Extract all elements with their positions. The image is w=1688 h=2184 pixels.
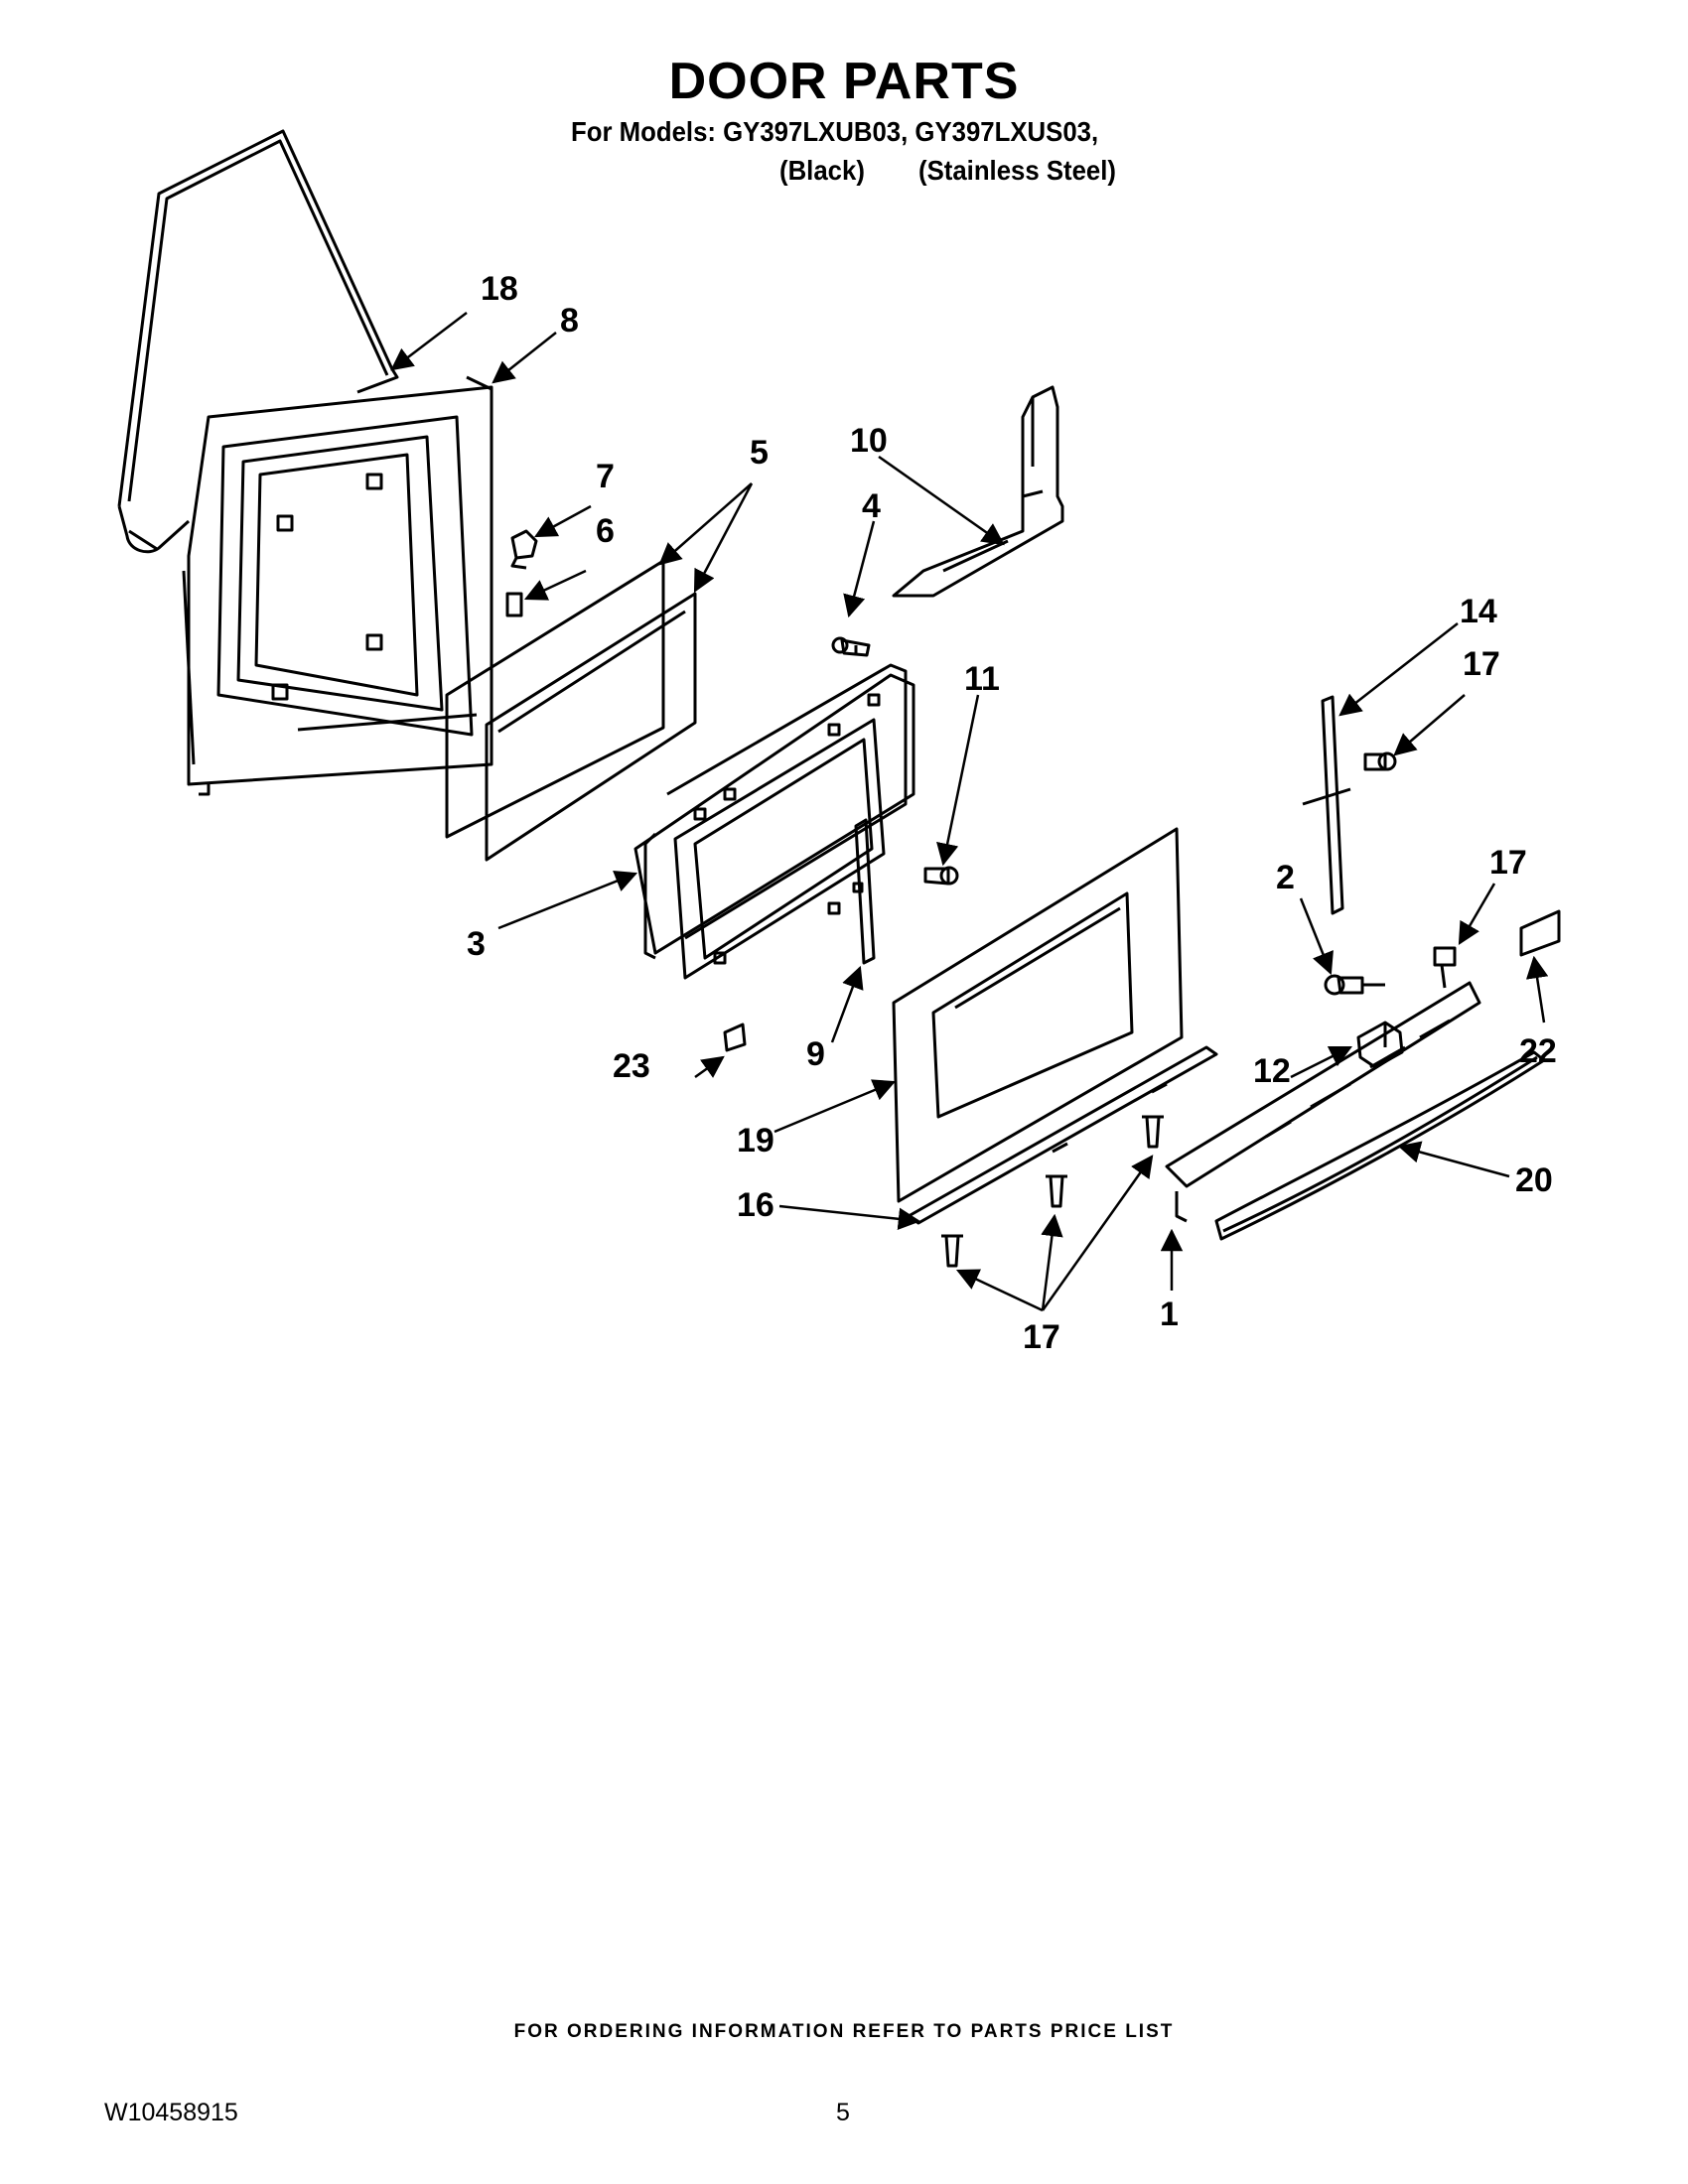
leader-23	[694, 1055, 725, 1079]
screw-2-part	[1324, 974, 1385, 996]
bracket-6-part	[505, 592, 523, 617]
clip-7-part	[510, 529, 538, 570]
door-gasket-part	[117, 129, 399, 554]
callout-6: 6	[596, 512, 615, 550]
callout-23: 23	[613, 1047, 650, 1085]
callout-17-upper: 17	[1463, 645, 1500, 683]
ordering-info-note: FOR ORDERING INFORMATION REFER TO PARTS …	[513, 2021, 1175, 2042]
leader-6	[523, 569, 587, 601]
callout-18: 18	[481, 270, 518, 308]
callout-10: 10	[850, 422, 888, 460]
leader-9	[830, 965, 864, 1043]
leader-8	[492, 332, 557, 384]
callout-16: 16	[737, 1186, 774, 1224]
hinge-strip-14-part	[1302, 695, 1351, 915]
leader-3	[497, 871, 638, 930]
callout-8: 8	[560, 302, 579, 340]
screw-17-bottom-left-part	[941, 1234, 963, 1268]
callout-14: 14	[1460, 593, 1497, 630]
inner-door-liner-part	[182, 375, 493, 796]
leader-10	[878, 455, 1005, 546]
leader-5b	[693, 482, 754, 593]
callout-1: 1	[1160, 1296, 1179, 1333]
callout-17-bottom: 17	[1023, 1318, 1060, 1356]
outer-door-panel-19-part	[892, 827, 1184, 1203]
leader-4	[843, 520, 876, 618]
leader-12	[1290, 1045, 1353, 1079]
screw-17-bottom-mid-part	[1046, 1174, 1067, 1208]
leader-16	[778, 1204, 921, 1231]
callout-17-right: 17	[1489, 844, 1527, 882]
screw-11-part	[923, 866, 959, 886]
nameplate-22-part	[1519, 909, 1561, 957]
vent-trim-1-part	[1165, 981, 1481, 1223]
label-23-part	[723, 1023, 747, 1052]
finish-black-label: (Black)	[779, 155, 865, 186]
screw-4-part	[831, 636, 871, 657]
screw-17-bottom-right-part	[1142, 1115, 1164, 1149]
callout-19: 19	[737, 1122, 774, 1160]
screw-17-right-part	[1433, 946, 1457, 989]
leader-11	[936, 694, 980, 867]
leader-17a	[1393, 694, 1466, 756]
callout-20: 20	[1515, 1161, 1553, 1199]
callout-7: 7	[596, 458, 615, 495]
callout-5: 5	[750, 434, 769, 472]
callout-2: 2	[1276, 859, 1295, 896]
exploded-door-diagram: 18 8 7 6 5 4 10 11 3 9 23 19 16 14 17 2 …	[117, 129, 1561, 1356]
callout-12: 12	[1253, 1052, 1291, 1090]
glass-panel-5-part	[445, 559, 697, 862]
leader-7	[534, 504, 592, 538]
callout-11: 11	[964, 660, 1000, 698]
callout-4: 4	[862, 487, 881, 525]
leader-5a	[658, 482, 753, 566]
door-handle-20-part	[1214, 1050, 1546, 1241]
leader-17b	[1458, 883, 1496, 945]
leader-14	[1338, 622, 1459, 717]
screw-17-upper-part	[1363, 751, 1397, 771]
door-spacer-10-part	[892, 385, 1064, 598]
leader-22	[1525, 955, 1549, 1024]
callout-22: 22	[1519, 1032, 1557, 1070]
callout-9: 9	[806, 1035, 825, 1073]
page-number: 5	[836, 2099, 850, 2126]
leader-20	[1397, 1141, 1510, 1178]
document-number: W10458915	[104, 2099, 238, 2126]
side-trim-9-part	[852, 818, 876, 965]
page-title: DOOR PARTS	[668, 53, 1020, 110]
glass-pack-assembly-part	[633, 663, 915, 980]
finish-stainless-label: (Stainless Steel)	[918, 155, 1117, 186]
leader-17c-left	[955, 1269, 1044, 1312]
leader-17c-mid	[1041, 1213, 1063, 1311]
leader-18	[390, 312, 468, 371]
callout-3: 3	[467, 925, 486, 963]
leader-2	[1299, 897, 1334, 976]
models-line: For Models: GY397LXUB03, GY397LXUS03,	[571, 116, 1099, 147]
leader-17c-right	[1041, 1155, 1154, 1311]
leader-19	[774, 1079, 897, 1134]
